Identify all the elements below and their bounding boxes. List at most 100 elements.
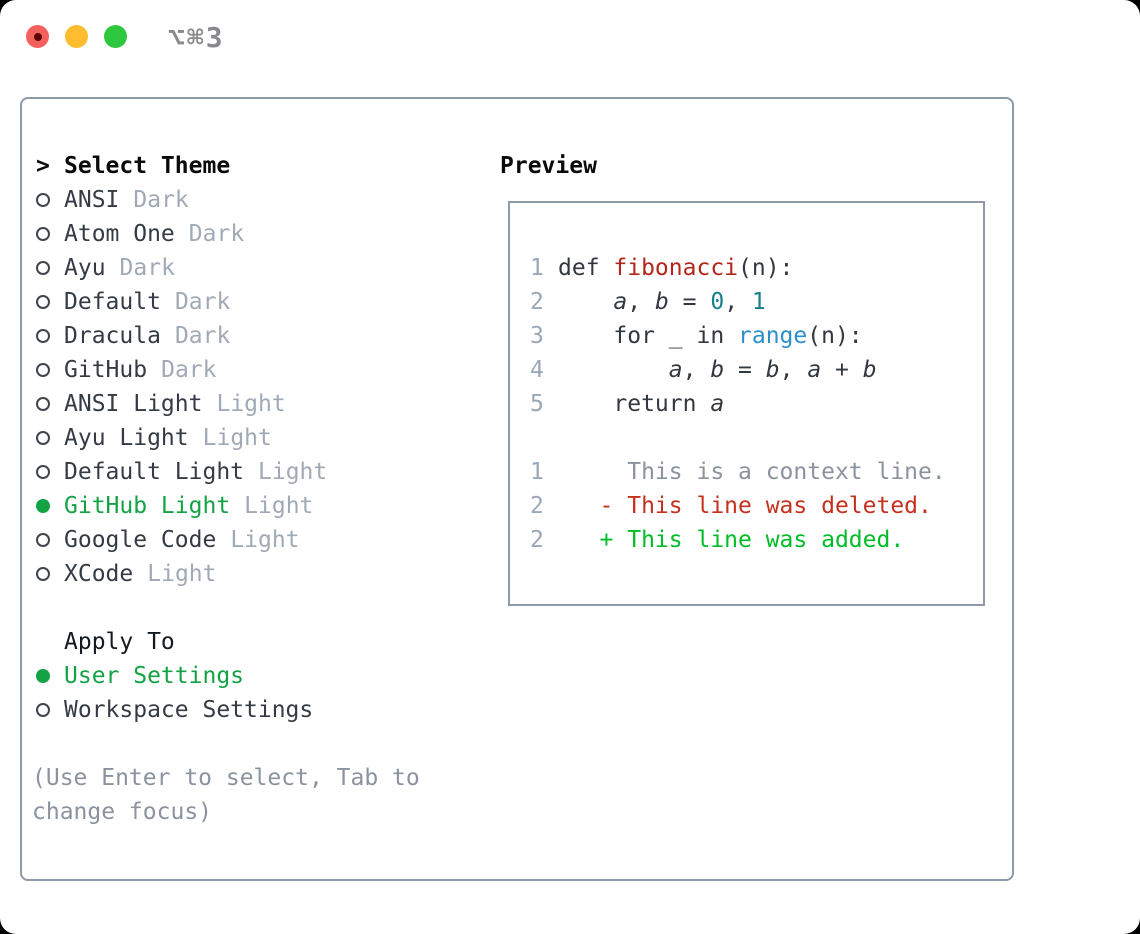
radio-cell <box>36 533 64 547</box>
help-text: (Use Enter to select, Tab to change focu… <box>32 761 420 829</box>
select-theme-title: Select Theme <box>64 153 231 179</box>
zoom-button[interactable] <box>104 25 127 48</box>
theme-option-label: Default <box>64 289 161 315</box>
radio-cell <box>36 363 64 377</box>
theme-option-label: Default Light <box>64 459 245 485</box>
theme-variant-tag: Dark <box>188 221 245 247</box>
code-token: (n): <box>807 323 863 349</box>
theme-option-default[interactable]: Default Dark <box>36 285 420 319</box>
radio-selected-icon <box>36 499 50 513</box>
apply-option-workspace-settings[interactable]: Workspace Settings <box>36 693 420 727</box>
code-token: 1 <box>751 289 766 315</box>
apply-option-user-settings[interactable]: User Settings <box>36 659 420 693</box>
code-token: This is a context line. <box>558 459 946 485</box>
radio-unselected-icon <box>36 397 50 411</box>
theme-option-label: Dracula <box>64 323 161 349</box>
apply-to-title: Apply To <box>64 629 175 655</box>
theme-option-ansi[interactable]: ANSI Dark <box>36 183 420 217</box>
radio-cell <box>36 465 64 479</box>
line-number: 1 <box>530 255 544 281</box>
radio-unselected-icon <box>36 567 50 581</box>
code-token: , <box>724 289 752 315</box>
theme-option-label: Atom One <box>64 221 175 247</box>
theme-option-label: Google Code <box>64 527 217 553</box>
preview-title: Preview <box>500 153 597 179</box>
theme-variant-tag: Light <box>147 561 217 587</box>
code-line: 4 a, b = b, a + b <box>530 353 983 387</box>
code-token: + <box>821 357 863 383</box>
code-line: 2 a, b = 0, 1 <box>530 285 983 319</box>
line-number: 2 <box>530 527 544 553</box>
code-token: = <box>724 357 766 383</box>
theme-option-atom-one[interactable]: Atom One Dark <box>36 217 420 251</box>
radio-cell <box>36 431 64 445</box>
radio-unselected-icon <box>36 295 50 309</box>
code-line: 2 - This line was deleted. <box>530 489 983 523</box>
code-token: def <box>558 255 614 281</box>
theme-variant-tag: Dark <box>119 255 175 281</box>
code-token: b <box>862 357 877 383</box>
code-token <box>558 357 669 383</box>
theme-option-dracula[interactable]: Dracula Dark <box>36 319 420 353</box>
minimize-button[interactable] <box>65 25 88 48</box>
close-button[interactable] <box>26 25 49 48</box>
code-token: b <box>654 289 669 315</box>
radio-unselected-icon <box>36 465 50 479</box>
window-title: ⌥⌘3 <box>168 21 225 54</box>
theme-variant-tag: Dark <box>161 357 217 383</box>
radio-unselected-icon <box>36 261 50 275</box>
theme-variant-tag: Light <box>258 459 328 485</box>
radio-unselected-icon <box>36 533 50 547</box>
radio-cell <box>36 261 64 275</box>
line-number: 1 <box>530 459 544 485</box>
code-token: = <box>668 289 711 315</box>
code-token: a <box>613 289 628 315</box>
radio-cell <box>36 669 64 683</box>
code-token: b <box>765 357 780 383</box>
radio-unselected-icon <box>36 431 50 445</box>
spacer <box>36 591 420 625</box>
radio-unselected-icon <box>36 227 50 241</box>
radio-cell <box>36 227 64 241</box>
help-line-2: change focus) <box>32 799 213 825</box>
record-dot-icon <box>33 32 42 41</box>
code-token: , <box>682 357 711 383</box>
radio-unselected-icon <box>36 363 50 377</box>
theme-option-label: ANSI <box>64 187 120 213</box>
code-line <box>530 557 983 591</box>
theme-variant-tag: Dark <box>174 289 231 315</box>
select-theme-header: > Select Theme <box>36 149 420 183</box>
code-token: a <box>807 357 822 383</box>
prompt-icon: > <box>36 153 50 179</box>
radio-cell <box>36 499 64 513</box>
apply-option-label: User Settings <box>64 663 245 689</box>
theme-option-default-light[interactable]: Default Light Light <box>36 455 420 489</box>
theme-variant-tag: Light <box>202 425 272 451</box>
code-token: range <box>738 323 808 349</box>
code-token: for _ in <box>558 323 739 349</box>
code-token: b <box>710 357 725 383</box>
line-number: 2 <box>530 493 544 519</box>
code-line: 2 + This line was added. <box>530 523 983 557</box>
code-token: (n): <box>738 255 794 281</box>
code-line <box>530 421 983 455</box>
radio-selected-icon <box>36 669 50 683</box>
code-token: 0 <box>710 289 725 315</box>
theme-variant-tag: Light <box>216 391 286 417</box>
theme-variant-tag: Dark <box>133 187 189 213</box>
code-token: , <box>779 357 808 383</box>
theme-variant-tag: Dark <box>174 323 231 349</box>
